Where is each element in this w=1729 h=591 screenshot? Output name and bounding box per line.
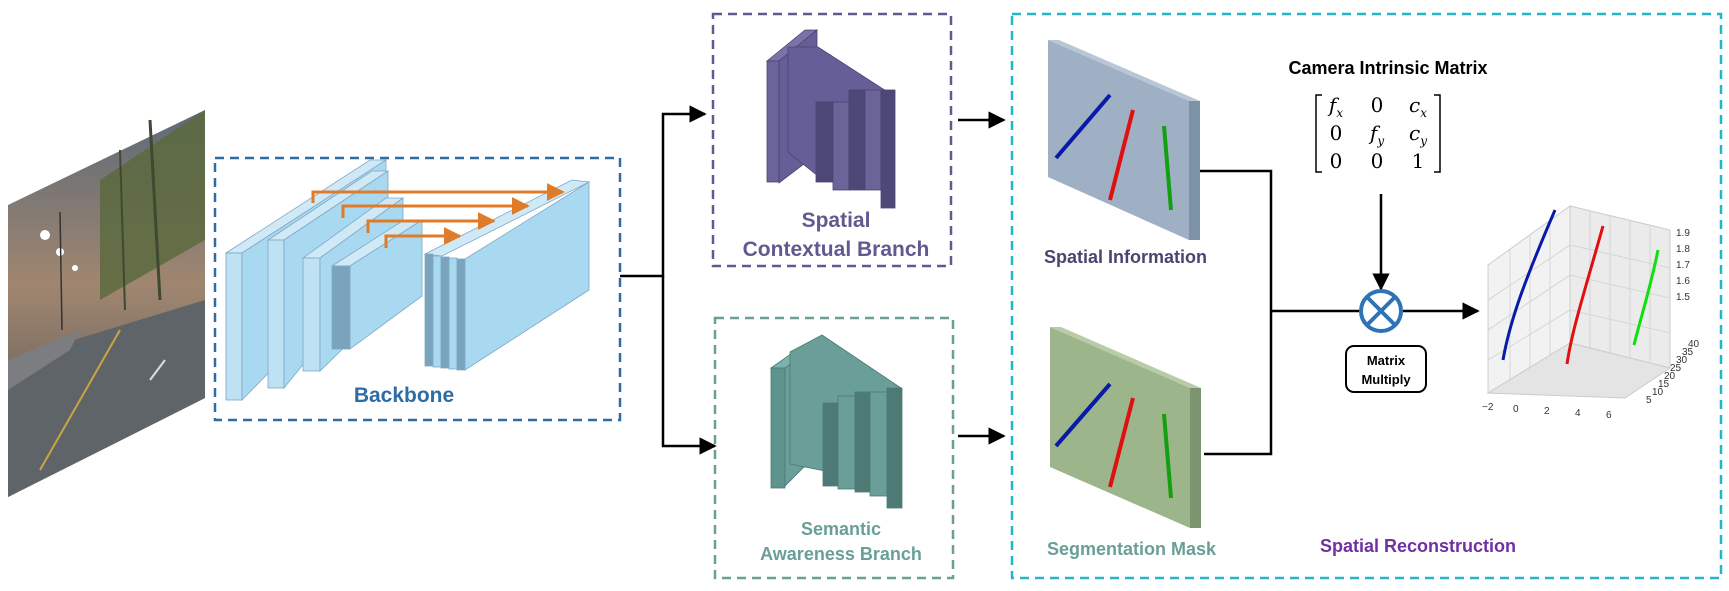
plot-x-tick-1: 0 [1513, 404, 1519, 415]
plot-y-tick-2: 30 [1676, 355, 1688, 366]
matrix-cell-r2-c0: 0 [1330, 149, 1343, 173]
matrix-cell-r0-c0: fx [1327, 93, 1343, 120]
backbone-label: Backbone [354, 384, 454, 407]
backbone-encoder-layers [224, 159, 424, 401]
spatial-branch-label-2: Contextual Branch [743, 238, 930, 261]
backbone-decoder-layers [423, 179, 591, 371]
plot-y-tick-6: 10 [1652, 387, 1664, 398]
semantic-branch-label-2: Awareness Branch [760, 544, 922, 564]
merge-connector [1200, 169, 1480, 456]
semantic-branch-layers [769, 334, 903, 509]
spatial-branch-box [711, 12, 953, 268]
branch-output-arrows [958, 111, 1006, 445]
plot-y-tick-1: 35 [1682, 347, 1694, 358]
spatial-branch-layers [765, 29, 896, 209]
plot-x-tick-3: 4 [1575, 408, 1581, 419]
semantic-branch-box [713, 316, 955, 580]
plot-y-tick-3: 25 [1670, 363, 1682, 374]
backbone-box [213, 156, 622, 422]
matrix-multiply-box [1345, 345, 1427, 393]
plot-z-tick-1: 1.8 [1676, 244, 1690, 255]
matrix-cell-r2-c2: 1 [1412, 149, 1425, 173]
lane-line-blue [1054, 93, 1112, 160]
matrix-cell-r0-c1: 0 [1371, 93, 1384, 117]
plot-z-tick-2: 1.7 [1676, 260, 1690, 271]
spatial-branch-label-1: Spatial [802, 209, 871, 232]
plot-z-tick-0: 1.9 [1676, 228, 1690, 239]
plot-z-tick-3: 1.6 [1676, 276, 1690, 287]
lane-line-green [1162, 125, 1173, 211]
spatial-information-label: Spatial Information [1044, 247, 1207, 267]
lane-line-red [1108, 109, 1135, 201]
spatial-reconstruction-label: Spatial Reconstruction [1320, 536, 1516, 556]
matrix-multiply-operator [1359, 289, 1403, 333]
plot-y-tick-4: 20 [1664, 371, 1676, 382]
reconstruction-box [1010, 12, 1723, 580]
matrix-multiply-label-2: Multiply [1361, 372, 1411, 387]
matrix-cell-r1-c1: fy [1368, 121, 1384, 148]
branch-split-connector [620, 105, 717, 455]
input-road-image [8, 110, 205, 497]
plot-x-tick-0: −2 [1482, 402, 1494, 413]
camera-matrix-title: Camera Intrinsic Matrix [1288, 58, 1487, 78]
plot-z-tick-4: 1.5 [1676, 292, 1690, 303]
skip-connection-arrows [311, 183, 565, 248]
matrix-cell-r1-c0: 0 [1330, 121, 1343, 145]
plot-y-tick-7: 5 [1646, 395, 1652, 406]
semantic-branch-label-1: Semantic [801, 519, 881, 539]
matrix-cell-r0-c2: cx [1409, 93, 1427, 120]
plot-y-tick-0: 40 [1688, 339, 1700, 350]
plot-y-tick-5: 15 [1658, 379, 1670, 390]
plot-x-tick-2: 2 [1544, 406, 1550, 417]
matrix-cell-r1-c2: cy [1409, 121, 1427, 148]
segmentation-mask-label: Segmentation Mask [1047, 539, 1217, 559]
matrix-cell-r2-c1: 0 [1371, 149, 1384, 173]
matrix-multiply-label-1: Matrix [1367, 353, 1406, 368]
spatial-information-panel [1048, 40, 1200, 240]
plot-x-tick-4: 6 [1606, 410, 1612, 421]
segmentation-mask-panel [1050, 327, 1201, 528]
